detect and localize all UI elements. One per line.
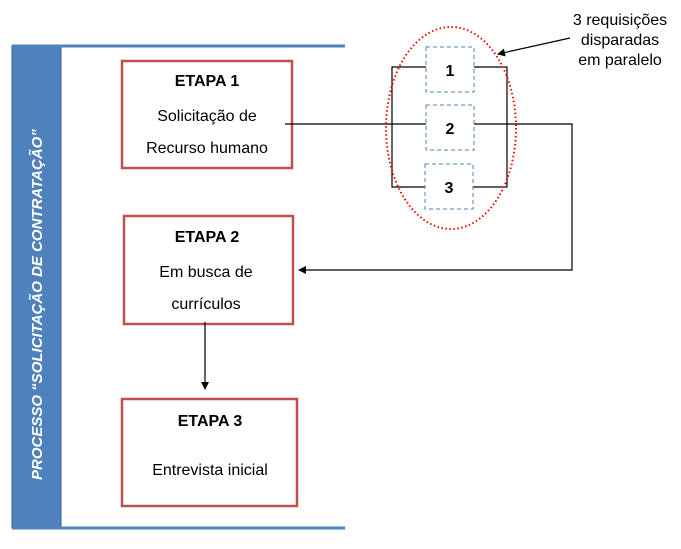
bracket-left — [391, 66, 426, 188]
stage-text: currículos — [171, 296, 240, 313]
stage-2: ETAPA 2 Em busca de currículos — [122, 214, 295, 326]
stage-title: ETAPA 2 — [175, 229, 240, 246]
stage-text: Solicitação de — [157, 108, 257, 125]
request-2: 2 — [425, 104, 475, 151]
stage-title: ETAPA 1 — [175, 73, 240, 90]
stage-title: ETAPA 3 — [178, 413, 243, 430]
stage-text: Entrevista inicial — [152, 462, 268, 479]
stage-text: Recurso humano — [146, 140, 268, 157]
request-number: 1 — [446, 63, 455, 80]
stage-text: Em busca de — [159, 264, 252, 281]
process-label: PROCESSO “SOLICITAÇÃO DE CONTRATAÇÃO” — [28, 129, 46, 480]
bracket-right — [473, 66, 508, 188]
annotation-text: disparadas — [581, 32, 659, 49]
process-sidebar — [11, 45, 62, 529]
stage-3: ETAPA 3 Entrevista inicial — [120, 397, 299, 508]
annotation-text: 3 requisições — [573, 12, 667, 29]
request-1: 1 — [425, 46, 475, 93]
request-number: 3 — [445, 180, 454, 197]
stage-1: ETAPA 1 Solicitação de Recurso humano — [120, 59, 294, 170]
annotation-text: em paralelo — [578, 52, 662, 69]
request-3: 3 — [424, 163, 474, 210]
parallel-highlight-ellipse — [385, 26, 517, 230]
request-number: 2 — [446, 121, 455, 138]
annotation-arrow — [497, 37, 571, 57]
